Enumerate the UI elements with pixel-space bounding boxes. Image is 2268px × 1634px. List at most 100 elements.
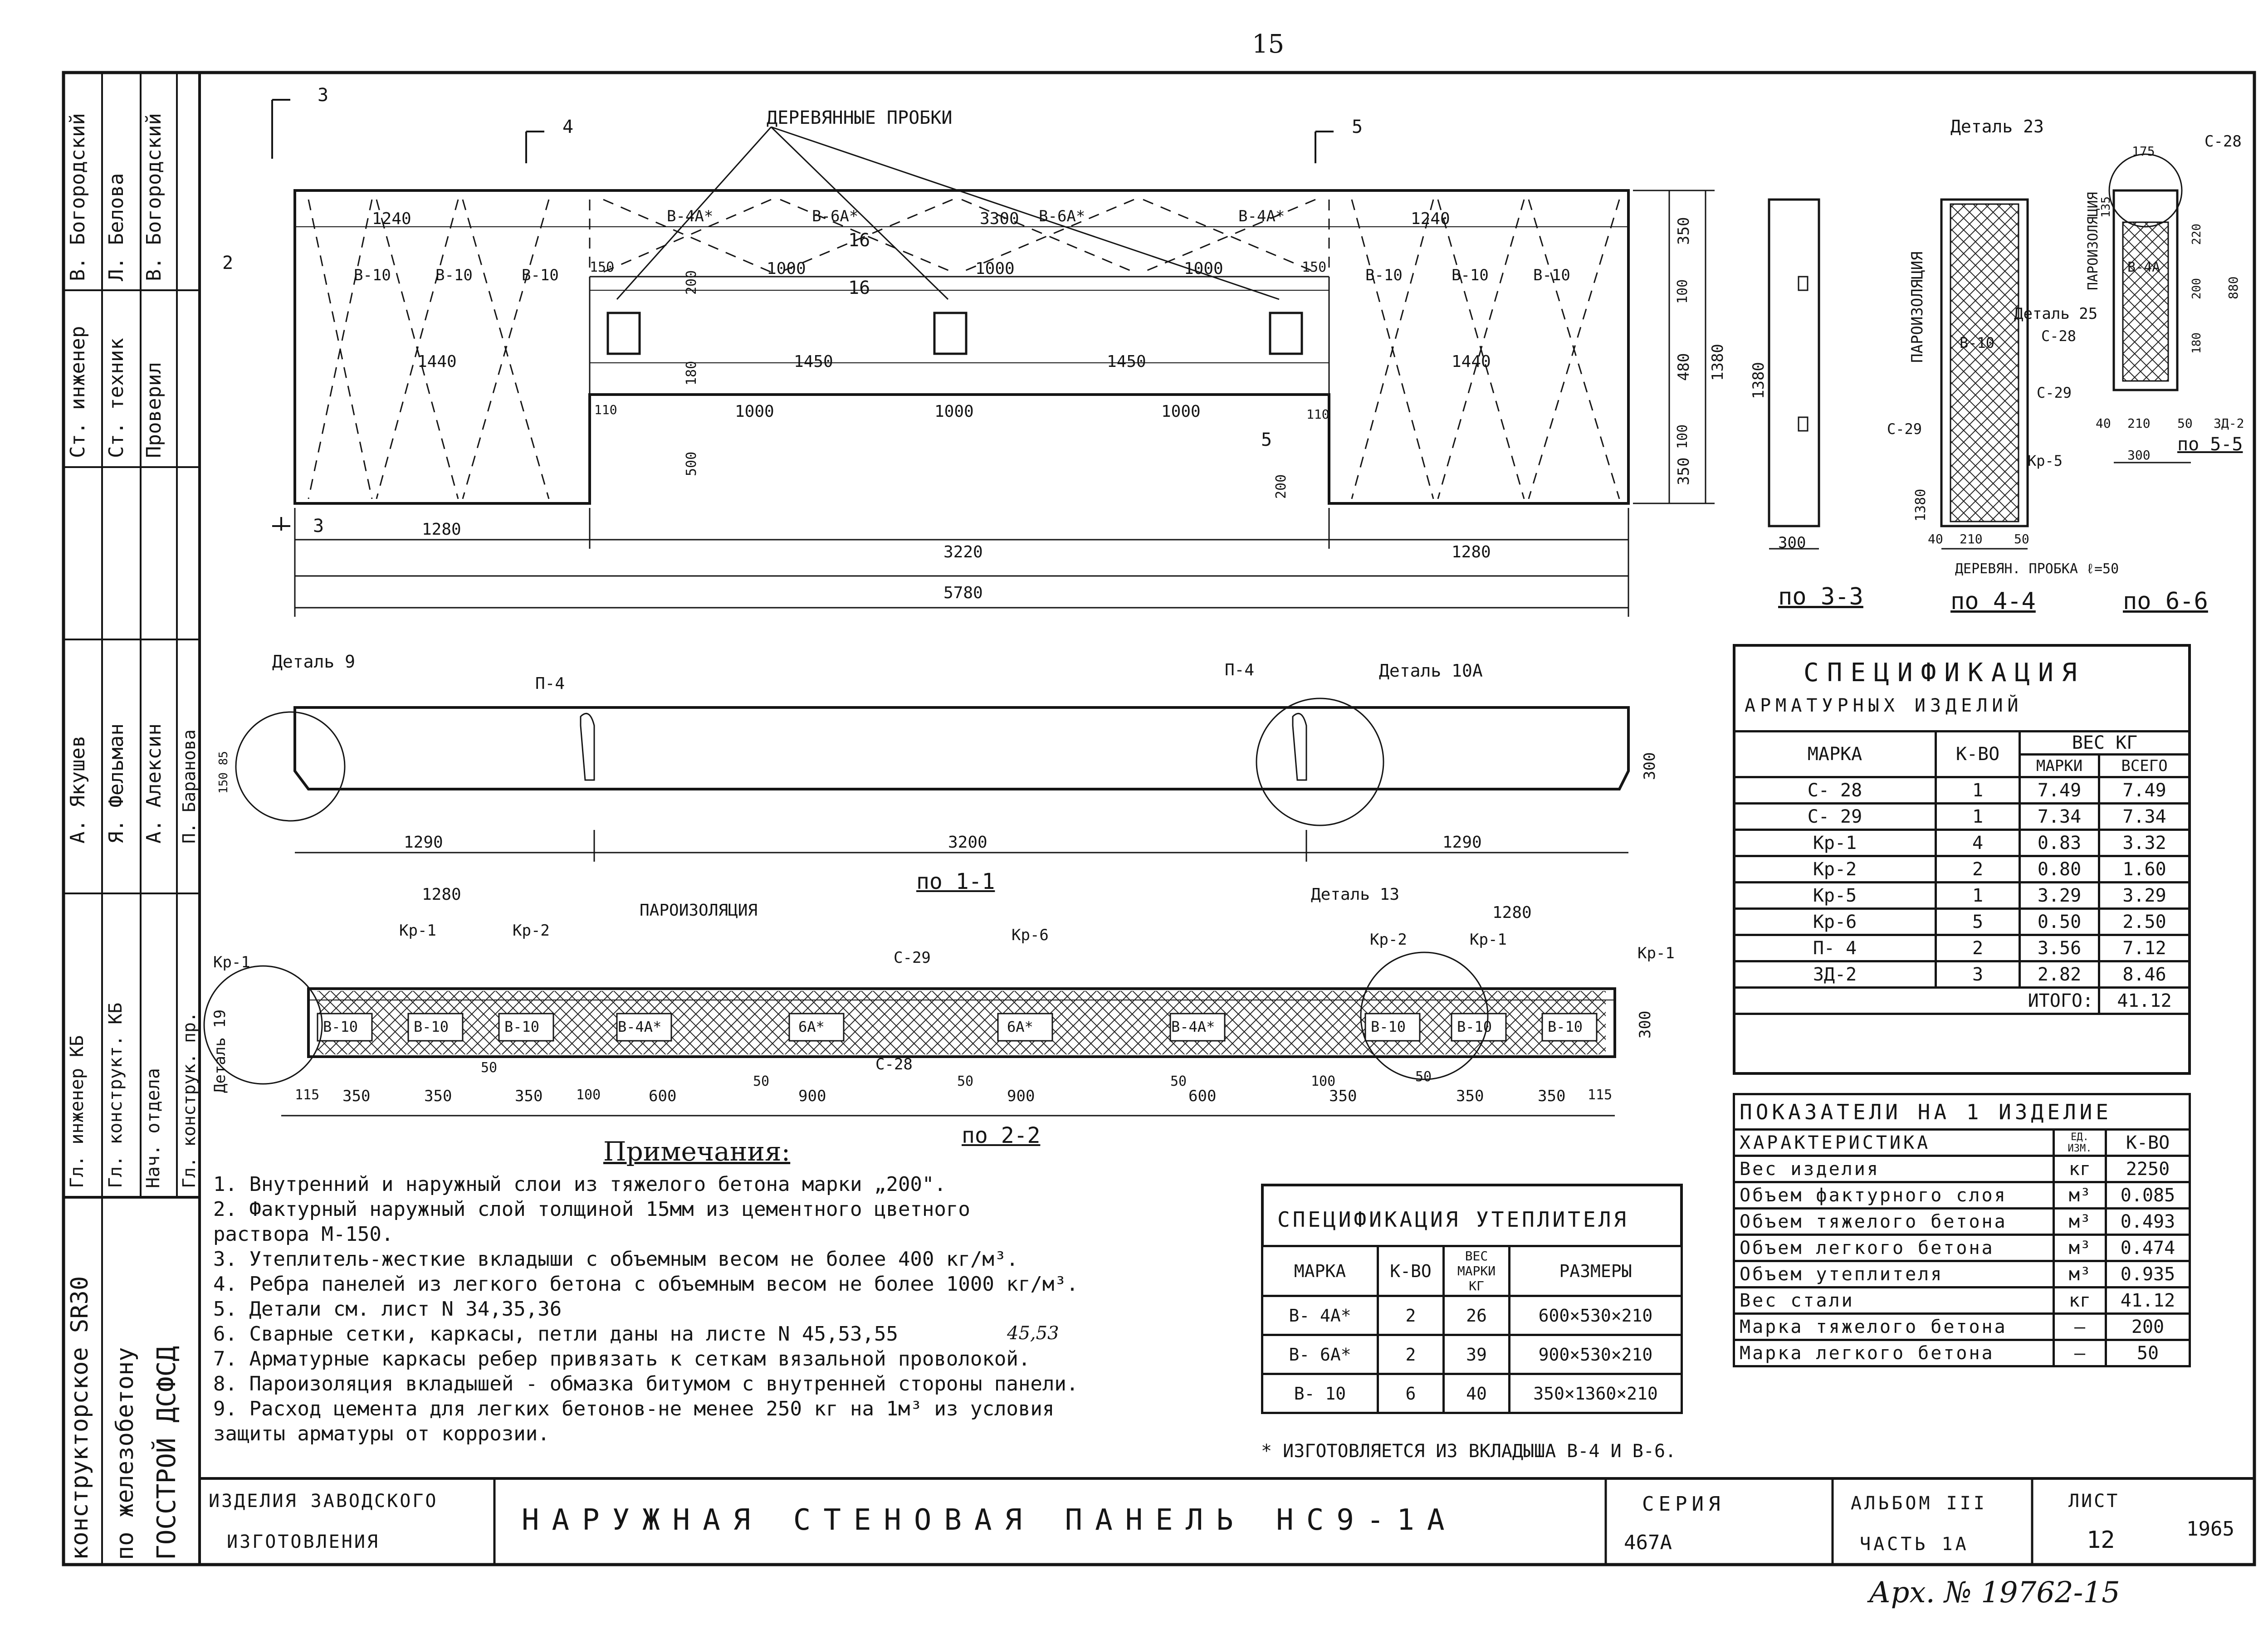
dim-right-3: 350 [1675, 457, 1693, 485]
table-cell: м³ [2053, 1181, 2107, 1210]
dim-small-7: 110 [1306, 407, 1330, 422]
fill-4: В-4А* [618, 1018, 662, 1035]
callout-c29: С-29 [894, 949, 931, 967]
table-cell: В- 6А* [1261, 1334, 1379, 1375]
stamp-title-2: Ст. техник [105, 338, 128, 458]
dim-1-1-a: 1290 [404, 833, 443, 852]
d22-9: 100 [1311, 1073, 1336, 1089]
table-cell: 3.56 [2018, 934, 2101, 962]
d22-12: 350 [1538, 1087, 1566, 1105]
dim-4-4-50: 50 [2014, 532, 2029, 546]
drawing-title: НАРУЖНАЯ СТЕНОВАЯ ПАНЕЛЬ НС9-1А [522, 1503, 1457, 1537]
item-4-4-b10: В-10 [1960, 334, 1995, 351]
stamp-org-3: ГОССТРОЙ ДСФСД [152, 1346, 181, 1560]
detail-23-180: 180 [2190, 332, 2204, 354]
dim-top-3: 1240 [1411, 210, 1450, 228]
table-cell: 7.34 [2098, 802, 2191, 831]
table-cell: Объем тяжелого бетона [1733, 1207, 2055, 1236]
d22-5: 600 [649, 1087, 677, 1105]
callout-c28: С-28 [875, 1055, 913, 1073]
note-item: раствора М-150. [213, 1223, 394, 1246]
note-item: 3. Утеплитель-жесткие вкладыши с объемны… [213, 1248, 1018, 1271]
dim-small-10: 16 [848, 278, 870, 298]
section-mark-5: 5 [1352, 117, 1363, 137]
stamp-role-4: Гл. конструк. пр. [179, 1012, 199, 1188]
fill-5: 6А* [798, 1018, 825, 1035]
elev-b10-6: В-10 [1533, 266, 1570, 284]
fill-7: В-4А* [1171, 1018, 1215, 1035]
table-cell: С- 29 [1733, 802, 1937, 831]
callout-kr1-d: Кр-1 [1637, 944, 1675, 962]
table-cell: 7.49 [2018, 776, 2101, 805]
section-6-6-label: по 6-6 [2123, 588, 2208, 615]
section-3-3-label: по 3-3 [1778, 583, 1863, 610]
dim-total-3: 1280 [1452, 543, 1491, 561]
dim-small-8: 200 [1273, 474, 1289, 499]
d22-1: 350 [342, 1087, 371, 1105]
d22-13: 115 [1588, 1087, 1613, 1103]
table-cell: 7.12 [2098, 934, 2191, 962]
dim-bottom-1: 1000 [735, 402, 774, 421]
rebar-total: 41.12 [2098, 986, 2191, 1015]
table-cell: 39 [1442, 1334, 1510, 1375]
dim-right-6: 100 [1675, 424, 1691, 449]
fill-1: В-10 [323, 1018, 358, 1035]
rebar-h-weight: ВЕС КГ [2019, 730, 2191, 756]
d22-3: 350 [515, 1087, 543, 1105]
title-category-1: ИЗДЕЛИЯ ЗАВОДСКОГО [209, 1491, 438, 1512]
d22-7: 900 [1007, 1087, 1035, 1105]
gap-4: 50 [1170, 1073, 1187, 1089]
sheet-number: 12 [2087, 1527, 2115, 1554]
callout-kr2-b: Кр-2 [1370, 931, 1407, 949]
indicators-title: ПОКАЗАТЕЛИ НА 1 ИЗДЕЛИЕ [1733, 1093, 2191, 1131]
table-cell: 50 [2105, 1339, 2191, 1367]
table-cell: Объем утеплителя [1733, 1260, 2055, 1288]
table-cell: 2 [1377, 1334, 1445, 1375]
table-cell: 40 [1442, 1373, 1510, 1414]
year: 1965 [2186, 1517, 2234, 1541]
stamp-role-name-3: А. Алексин [142, 723, 166, 844]
detail-23-210: 210 [2127, 416, 2151, 431]
detail-23-kr5: Кр-5 [2028, 452, 2063, 469]
dim-top-1: 1240 [372, 210, 411, 228]
table-cell: Объем легкого бетона [1733, 1234, 2055, 1262]
stamp-role-name-1: А. Якушев [66, 735, 89, 844]
dim-total-4: 5780 [943, 584, 983, 602]
fill-10: В-10 [1548, 1018, 1583, 1035]
fill-2: В-10 [414, 1018, 449, 1035]
gap-5: 50 [1415, 1069, 1432, 1085]
table-cell: 0.493 [2105, 1207, 2191, 1236]
table-cell: 2.50 [2098, 907, 2191, 936]
table-cell: 5 [1935, 907, 2021, 936]
detail-23-b4a: В-4А [2127, 259, 2160, 275]
stamp-role-2: Гл. конструкт. КБ [105, 1002, 126, 1188]
detail-23-200: 200 [2190, 278, 2204, 299]
elev-mark-1: В-4А* [667, 207, 714, 225]
table-cell: 2.82 [2018, 960, 2101, 989]
stamp-signer-3: В. Богородский [142, 113, 166, 281]
detail-23-50: 50 [2177, 416, 2193, 431]
d22-8: 600 [1188, 1087, 1217, 1105]
loop-label-1: П-4 [535, 674, 565, 693]
dim-inner-1: 1440 [417, 352, 457, 371]
table-cell: — [2053, 1339, 2107, 1367]
section-2-2-label: по 2-2 [962, 1123, 1041, 1148]
insulation-title: СПЕЦИФИКАЦИЯ УТЕПЛИТЕЛЯ [1277, 1207, 1629, 1232]
section-5-5-label: по 5-5 [2177, 434, 2243, 455]
section-mark-3b: 3 [313, 516, 324, 537]
fill-9: В-10 [1457, 1018, 1492, 1035]
table-cell: С- 28 [1733, 776, 1937, 805]
detail-23-135: 135 [2099, 196, 2113, 218]
table-cell: Кр-1 [1733, 829, 1937, 857]
callout-kr1-b: Кр-1 [399, 922, 436, 940]
dim-mid-3: 1000 [1184, 259, 1223, 278]
table-cell: Объем фактурного слоя [1733, 1181, 2055, 1210]
fill-8: В-10 [1371, 1018, 1406, 1035]
